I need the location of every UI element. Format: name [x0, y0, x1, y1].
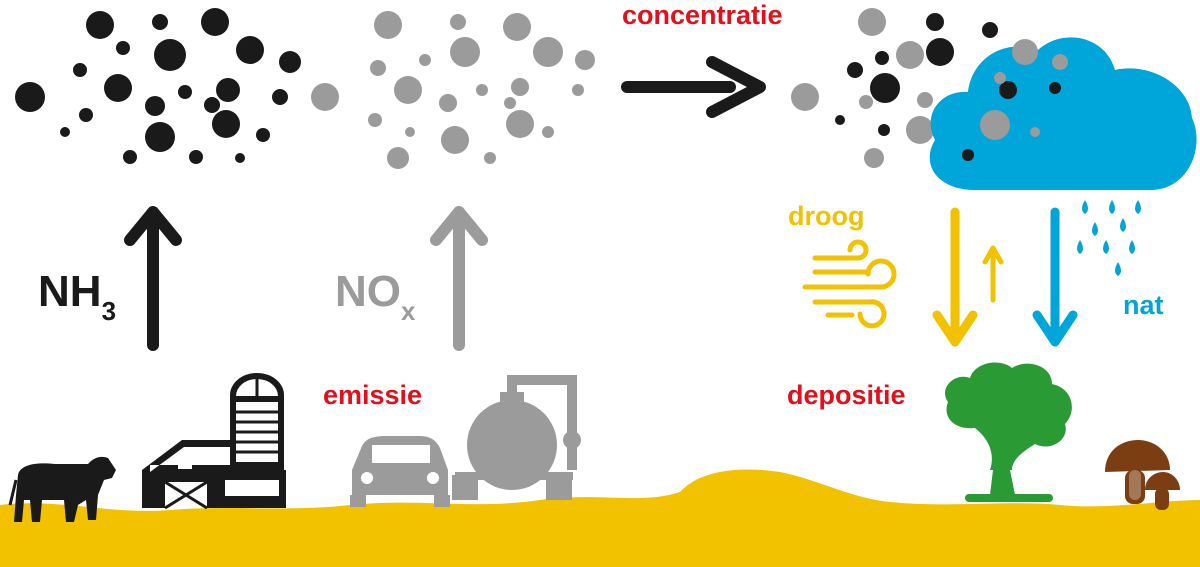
nitrogen-oxide-emission-arrow	[430, 206, 488, 351]
raindrops-icon	[1077, 200, 1141, 276]
ammonia-particles	[15, 8, 301, 164]
nitrogen-oxides-formula-subscript: x	[401, 296, 416, 326]
ammonia-label: NH3	[38, 267, 117, 326]
mushroom-icon	[1105, 440, 1180, 510]
silo-icon	[230, 373, 284, 470]
ammonia-emission-arrow	[124, 206, 182, 351]
emission-label: emissie	[323, 380, 423, 410]
dry-deposition-arrow	[932, 207, 978, 347]
mixed-particles	[791, 8, 998, 168]
nitrogen-oxides-label: NOx	[335, 267, 416, 326]
dry-deposition-label: droog	[788, 201, 865, 231]
wet-deposition-label: nat	[1123, 290, 1164, 320]
nitrogen-oxides-formula-base: NO	[335, 267, 401, 316]
wind-icon	[802, 239, 897, 329]
cloud-icon	[929, 37, 1197, 190]
ammonia-formula-base: NH	[38, 267, 102, 316]
ammonia-formula-subscript: 3	[101, 296, 117, 326]
wet-deposition-arrow	[1032, 207, 1078, 347]
concentration-label: concentratie	[622, 0, 783, 30]
ground	[0, 469, 1200, 567]
concentration-arrow	[621, 56, 766, 118]
car-icon	[350, 436, 450, 507]
dry-reemission-arrow	[982, 245, 1004, 303]
cow-icon	[8, 456, 116, 522]
nitrogen-oxide-particles	[311, 11, 595, 169]
industrial-tank-icon	[452, 375, 581, 500]
tree-icon	[945, 362, 1072, 502]
deposition-label: depositie	[787, 380, 906, 410]
